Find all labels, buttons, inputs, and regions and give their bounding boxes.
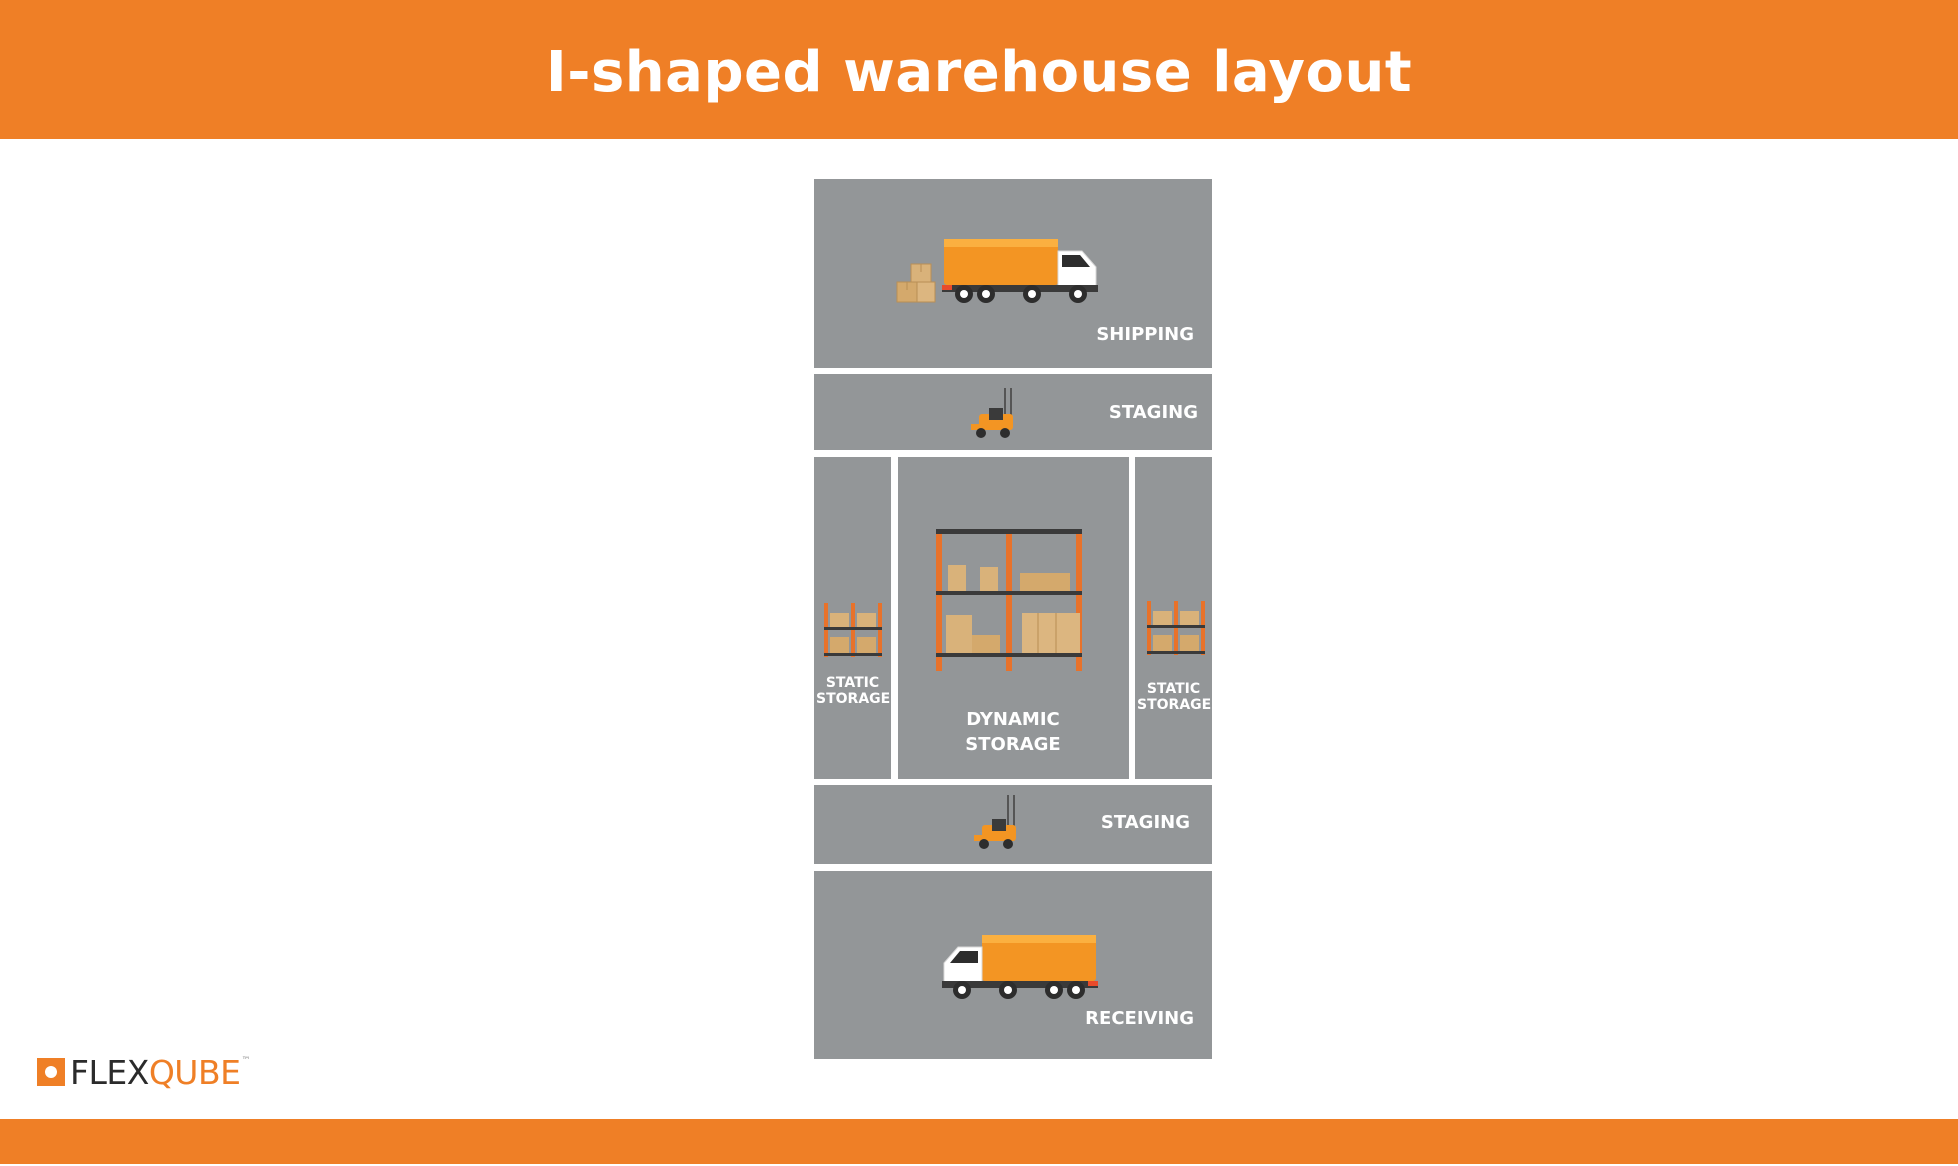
logo-text: FLEXQUBE: [70, 1052, 241, 1092]
static-storage-left-zone: STATIC STORAGE: [814, 457, 891, 779]
static-storage-right-zone: STATIC STORAGE: [1135, 457, 1212, 779]
boxes-icon: [896, 263, 936, 303]
rack-icon: [824, 603, 882, 657]
forklift-icon: [971, 388, 1013, 438]
receiving-zone: RECEIVING: [814, 871, 1212, 1059]
staging-bottom-label: STAGING: [1100, 812, 1190, 833]
logo-text-qube: QUBE: [148, 1052, 241, 1092]
receiving-truck-icon: [942, 935, 1098, 999]
receiving-label: RECEIVING: [1085, 1008, 1194, 1029]
shipping-zone: SHIPPING: [814, 179, 1212, 368]
flexqube-logo: FLEXQUBE ™: [37, 1052, 250, 1092]
static-storage-left-label: STATIC STORAGE: [816, 675, 891, 708]
header-band: [0, 0, 1958, 139]
rack-icon: [936, 529, 1082, 671]
flexqube-logo-icon: [37, 1058, 65, 1086]
shipping-label: SHIPPING: [1096, 324, 1194, 345]
footer-band: [0, 1119, 1958, 1164]
staging-bottom-zone: STAGING: [814, 785, 1212, 864]
rack-icon: [1147, 601, 1205, 655]
logo-trademark: ™: [241, 1056, 251, 1066]
staging-top-label: STAGING: [1108, 402, 1198, 423]
dynamic-storage-label: DYNAMIC STORAGE: [965, 709, 1061, 756]
dynamic-storage-zone: DYNAMIC STORAGE: [898, 457, 1129, 779]
static-storage-right-label: STATIC STORAGE: [1137, 681, 1212, 714]
page-title: I-shaped warehouse layout: [545, 40, 1413, 105]
staging-top-zone: STAGING: [814, 374, 1212, 450]
forklift-icon: [974, 795, 1016, 849]
shipping-truck-icon: [942, 239, 1098, 303]
logo-text-flex: FLEX: [70, 1052, 149, 1092]
